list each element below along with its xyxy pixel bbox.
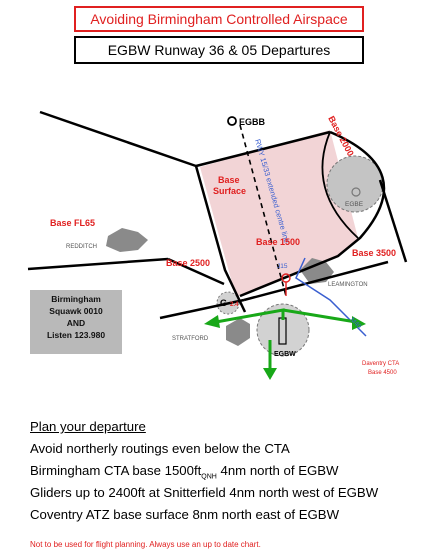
base-3500-label: Base 3500 xyxy=(352,248,396,258)
egbw-label: EGBW xyxy=(274,351,296,358)
squawk-line-3: AND xyxy=(66,318,86,328)
squawk-line-1: Birmingham xyxy=(51,294,101,304)
base-fl65-label: Base FL65 xyxy=(50,218,95,228)
boundary-base-fl65-bottom xyxy=(27,257,169,271)
plan-line-2-b: 4nm north of EGBW xyxy=(216,463,339,478)
boundary-south xyxy=(243,260,389,302)
squawk-line-2: Squawk 0010 xyxy=(49,306,103,316)
egbe-icon xyxy=(351,187,361,197)
plan-heading: Plan your departure xyxy=(30,419,146,434)
boundary-east xyxy=(378,179,408,263)
boundary-base-2500 xyxy=(167,257,225,286)
arrow-south-icon xyxy=(263,368,277,380)
stratford-label: STRATFORD xyxy=(172,336,209,342)
leamington-label: LEAMINGTON xyxy=(328,282,368,288)
disclaimer: Not to be used for flight planning. Alwa… xyxy=(30,540,261,549)
arrow-east-icon xyxy=(352,316,366,330)
rwy-extended-centre-line xyxy=(239,124,287,297)
page-title: Avoiding Birmingham Controlled Airspace xyxy=(74,6,364,32)
glider-alt-label: 2.4 xyxy=(230,302,239,308)
plan-line-1: Avoid northerly routings even below the … xyxy=(30,441,290,456)
plan-line-2-a: Birmingham CTA base 1500ft xyxy=(30,463,202,478)
base-surface-label-2: Surface xyxy=(213,186,246,196)
boundary-base-fl65-top xyxy=(39,110,197,168)
arrow-west-icon xyxy=(204,315,220,328)
m40-road xyxy=(295,257,367,337)
daventry-label-2: Base 4500 xyxy=(368,370,397,376)
cta-base-1500-area xyxy=(200,130,358,297)
m40-label: M40 xyxy=(349,316,363,330)
daventry-label-1: Daventry CTA xyxy=(362,361,399,367)
redditch-label: REDDITCH xyxy=(66,244,97,250)
base-2000-inner xyxy=(321,131,359,239)
boundary-stratford-west xyxy=(159,298,245,320)
boundary-cta-west xyxy=(194,165,247,313)
egbb-icon xyxy=(227,116,237,126)
base-surface-label-1: Base xyxy=(218,175,240,185)
plan-section: Plan your departure Avoid northerly rout… xyxy=(30,416,430,526)
squawk-line-4: Listen 123.980 xyxy=(46,330,106,340)
plan-line-2: Birmingham CTA base 1500ftQNH 4nm north … xyxy=(30,460,430,482)
glider-g-label: G xyxy=(220,298,227,308)
plan-line-2-sub: QNH xyxy=(201,473,217,481)
stratford-town xyxy=(226,318,250,346)
base-2500-label: Base 2500 xyxy=(166,258,210,268)
redditch-town xyxy=(106,228,148,252)
plan-line-4: Coventry ATZ base surface 8nm north east… xyxy=(30,507,340,522)
boundary-base-2000-arc xyxy=(239,130,386,298)
plan-line-3: Gliders up to 2400ft at Snitterfield 4nm… xyxy=(30,485,379,500)
boundary-cta-north xyxy=(195,130,331,168)
squawk-box: Birmingham Squawk 0010 AND Listen 123.98… xyxy=(30,290,122,354)
page-subtitle: EGBW Runway 36 & 05 Departures xyxy=(74,36,364,64)
egbb-label: EGBB xyxy=(239,117,266,127)
base-1500-label: Base 1500 xyxy=(256,237,300,247)
j15-label: J15 xyxy=(277,263,288,270)
egbe-label: EGBE xyxy=(345,201,364,208)
green-departure-east xyxy=(282,308,357,324)
